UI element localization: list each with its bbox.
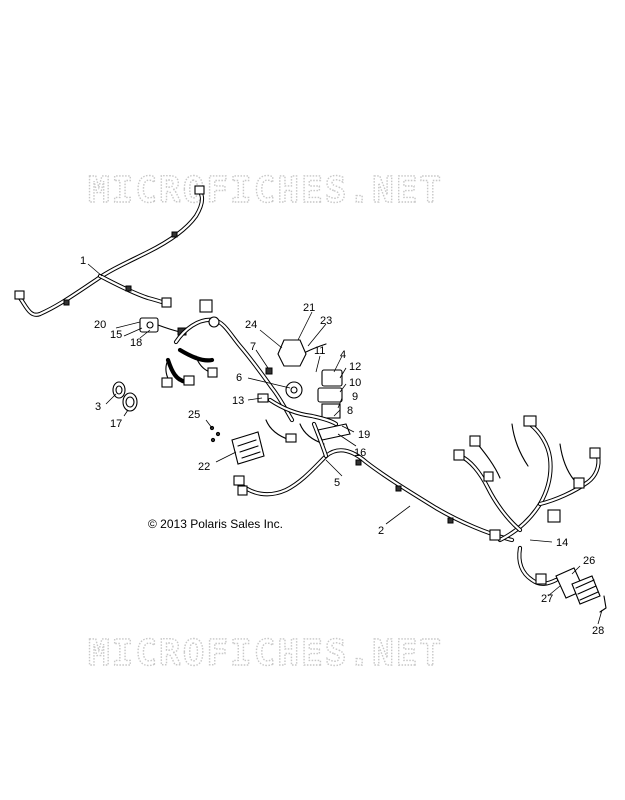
callout-8: 8 <box>347 405 353 417</box>
grommets-3-17 <box>112 381 138 412</box>
watermark-top: MICROFICHES.NET <box>88 170 443 211</box>
callout-19: 19 <box>358 429 370 441</box>
callout-12: 12 <box>349 361 361 373</box>
callout-16: 16 <box>354 447 366 459</box>
callout-10: 10 <box>349 377 361 389</box>
callout-9: 9 <box>352 391 358 403</box>
callout-20: 20 <box>94 319 106 331</box>
callout-25: 25 <box>188 409 200 421</box>
callout-26: 26 <box>583 555 595 567</box>
callouts: 1 2 3 4 5 6 7 8 9 10 11 12 13 14 15 16 1… <box>80 255 604 637</box>
callout-4: 4 <box>340 349 346 361</box>
callout-11: 11 <box>314 345 325 357</box>
copyright-text: © 2013 Polaris Sales Inc. <box>148 517 283 531</box>
callout-22: 22 <box>198 461 210 473</box>
callout-7: 7 <box>250 341 256 353</box>
callout-2: 2 <box>378 525 384 537</box>
watermark-bottom: MICROFICHES.NET <box>88 633 443 674</box>
dash-harness <box>161 299 295 423</box>
module-22 <box>209 425 265 465</box>
callout-3: 3 <box>95 401 101 413</box>
leader-lines <box>87 263 603 625</box>
callout-6: 6 <box>236 372 242 384</box>
callout-13: 13 <box>232 395 244 407</box>
rear-light-26 <box>555 567 607 613</box>
central-junction <box>257 369 343 445</box>
relay-block-21 <box>265 339 327 375</box>
callout-28: 28 <box>592 625 604 637</box>
callout-17: 17 <box>110 418 122 430</box>
callout-27: 27 <box>541 593 553 605</box>
callout-21: 21 <box>303 302 315 314</box>
callout-15: 15 <box>110 329 122 341</box>
callout-14: 14 <box>556 537 568 549</box>
front-harness <box>14 185 205 317</box>
main-harness <box>233 421 515 543</box>
rear-harness <box>453 415 601 586</box>
callout-18: 18 <box>130 337 142 349</box>
callout-1: 1 <box>80 255 86 267</box>
callout-5: 5 <box>334 477 340 489</box>
callout-23: 23 <box>320 315 332 327</box>
callout-24: 24 <box>245 319 257 331</box>
